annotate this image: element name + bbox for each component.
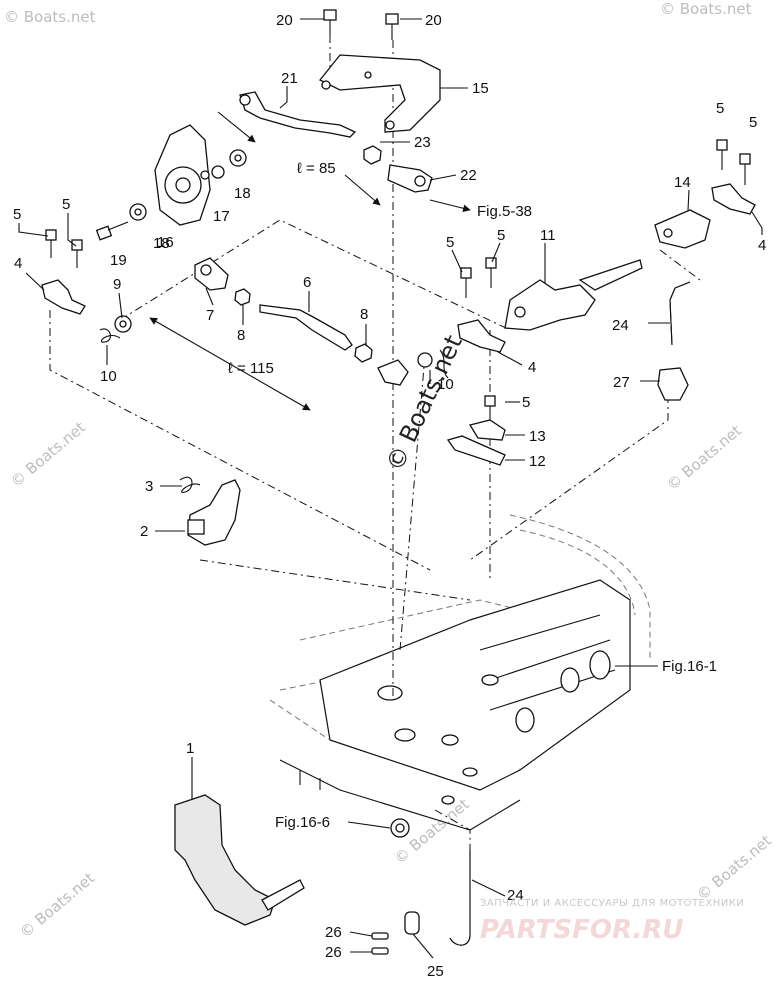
rod-24-lower — [449, 850, 471, 946]
watermark-bottom-right: © Boats.net — [693, 831, 775, 904]
callout-26-upper: 26 — [325, 924, 342, 941]
hull-structure — [269, 514, 651, 831]
parts — [41, 9, 756, 955]
fitting-14 — [654, 209, 711, 249]
brand-tagline: ЗАПЧАСТИ И АКСЕССУАРЫ ДЛЯ МОТОТЕХНИКИ — [480, 898, 744, 909]
callout-4-left: 4 — [14, 255, 22, 272]
callout-10-left: 10 — [100, 368, 117, 385]
nut-8-left — [234, 288, 251, 306]
callout-24-lower: 24 — [507, 887, 524, 904]
callout-5-left-a: 5 — [13, 206, 21, 223]
clamp-4-right — [711, 183, 756, 215]
callout-15: 15 — [472, 80, 489, 97]
collar-25 — [404, 911, 420, 935]
callout-23: 23 — [414, 134, 431, 151]
bolt-5-right-a — [716, 139, 728, 170]
callout-14: 14 — [674, 174, 691, 191]
branding: ЗАПЧАСТИ И АКСЕССУАРЫ ДЛЯ МОТОТЕХНИКИ PA… — [480, 898, 744, 945]
callout-8-left: 8 — [237, 327, 245, 344]
nut-23 — [363, 145, 382, 165]
lever-11 — [504, 279, 596, 331]
callout-3: 3 — [145, 478, 153, 495]
spacer-17 — [211, 165, 225, 179]
plate-13 — [468, 419, 506, 441]
clip-10-left — [99, 328, 121, 343]
callout-25: 25 — [427, 963, 444, 980]
leader-lines — [18, 18, 763, 959]
watermark-bottom-left: © Boats.net — [16, 869, 98, 942]
watermark-top-left: © Boats.net — [4, 8, 96, 26]
callout-11: 11 — [540, 227, 556, 244]
callout-24-upper: 24 — [612, 317, 629, 334]
callout-10-right: 10 — [437, 376, 454, 393]
callout-20-right: 20 — [425, 12, 442, 29]
callout-12: 12 — [529, 453, 546, 470]
callout-16: 16 — [157, 234, 174, 251]
callout-20-left: 20 — [276, 12, 293, 29]
callout-22: 22 — [460, 167, 477, 184]
callout-8-right: 8 — [360, 306, 368, 323]
callout-18-upper: 18 — [234, 185, 251, 202]
grommet-27 — [657, 367, 689, 401]
nut-8-right — [354, 343, 373, 363]
callout-5-lower: 5 — [522, 394, 530, 411]
watermark-top-right: © Boats.net — [660, 0, 752, 18]
bracket-15 — [318, 54, 441, 133]
bolt-20-right — [385, 13, 399, 40]
dimension-85: ℓ = 85 — [297, 160, 336, 177]
callout-7: 7 — [206, 307, 214, 324]
pin-26-upper — [371, 932, 389, 940]
bolt-5-left-a — [45, 229, 57, 258]
joint-7 — [194, 257, 229, 291]
joint-22 — [387, 164, 433, 193]
ref-fig-16-6: Fig.16-6 — [275, 814, 330, 831]
watermark-group: © Boats.net © Boats.net © Boats.net © Bo… — [4, 0, 775, 942]
lever-2 — [187, 479, 241, 546]
ref-fig-16-1: Fig.16-1 — [662, 658, 717, 675]
callout-5-left-b: 5 — [62, 196, 70, 213]
brand-name: PARTSFOR.RU — [480, 915, 683, 945]
clamp-4-left — [41, 279, 86, 315]
bolt-5-center-a — [460, 267, 472, 298]
callout-4-right: 4 — [758, 237, 766, 254]
callout-17: 17 — [213, 208, 230, 225]
callout-5-center-b: 5 — [497, 227, 505, 244]
bolt-5-left-b — [71, 239, 83, 268]
dimension-115: ℓ = 115 — [228, 360, 274, 377]
callout-21: 21 — [281, 70, 298, 87]
callout-27: 27 — [613, 374, 630, 391]
callout-13: 13 — [529, 428, 546, 445]
callout-6: 6 — [303, 274, 311, 291]
callout-9: 9 — [113, 276, 121, 293]
callout-19: 19 — [110, 252, 127, 269]
bolt-5-right-b — [739, 153, 751, 185]
clamp-4-center — [457, 319, 506, 353]
callout-26-lower: 26 — [325, 944, 342, 961]
pin-26-lower — [371, 947, 389, 955]
handle-1 — [174, 794, 276, 926]
bolt-20-left — [323, 9, 337, 35]
rod-6 — [259, 304, 353, 351]
bolt-5-center-b — [485, 257, 497, 288]
callout-5-right-b: 5 — [749, 114, 757, 131]
bolt-19 — [95, 221, 129, 241]
callout-2: 2 — [140, 523, 148, 540]
callout-5-center-a: 5 — [446, 234, 454, 251]
callout-18-lower: 18 — [153, 235, 170, 252]
clip-3 — [179, 476, 201, 493]
watermark-left: © Boats.net — [7, 418, 89, 491]
bolt-5-lower — [484, 395, 496, 420]
plate-12 — [446, 435, 506, 466]
ref-fig-5-38: Fig.5-38 — [477, 203, 532, 220]
callout-1: 1 — [186, 740, 194, 757]
callout-labels: 20 20 21 15 23 22 Fig.5-38 ℓ = 85 5 5 14… — [13, 12, 766, 980]
watermark-right: © Boats.net — [663, 421, 745, 494]
callout-4-center: 4 — [528, 359, 536, 376]
callout-5-right-a: 5 — [716, 100, 724, 117]
rod-21 — [239, 91, 357, 138]
